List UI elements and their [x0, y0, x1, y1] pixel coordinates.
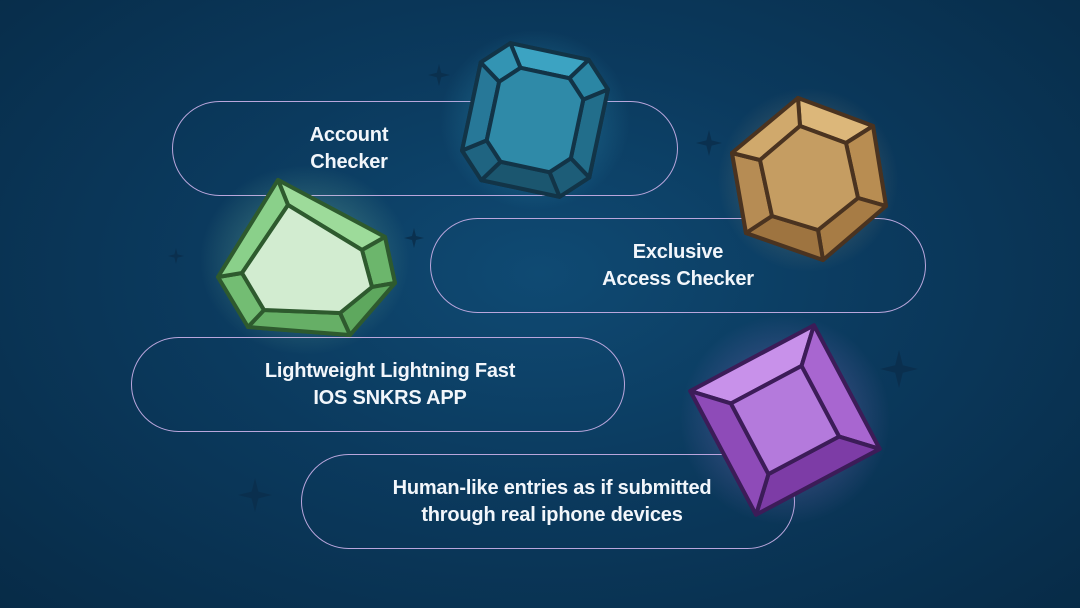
- feature-pill-exclusive-access-checker: Exclusive Access Checker: [430, 218, 926, 313]
- feature-pill-account-checker: Account Checker: [172, 101, 678, 196]
- feature-label-line: through real iphone devices: [421, 503, 683, 526]
- blue-square-gem-icon: [440, 30, 630, 210]
- feature-label-line: Exclusive: [632, 240, 724, 263]
- sparkle-icon: [168, 248, 184, 264]
- gold-hexagon-gem-icon: [718, 88, 898, 272]
- purple-square-gem-icon: [680, 315, 890, 525]
- sparkle-icon: [696, 130, 722, 156]
- feature-label-line: Account: [309, 123, 389, 146]
- sparkle-icon: [238, 478, 272, 512]
- sparkle-icon: [428, 64, 450, 86]
- feature-pill-human-like-entries: Human-like entries as if submitted throu…: [301, 454, 795, 549]
- feature-label-line: Human-like entries as if submitted: [392, 476, 712, 499]
- feature-label-line: Lightweight Lightning Fast: [264, 359, 516, 382]
- sparkle-icon: [404, 228, 424, 248]
- feature-pill-lightweight-app: Lightweight Lightning Fast IOS SNKRS APP: [131, 337, 625, 432]
- feature-label-line: Checker: [310, 150, 388, 173]
- sparkle-icon: [880, 350, 918, 388]
- feature-label-line: IOS SNKRS APP: [313, 386, 467, 409]
- feature-label-line: Access Checker: [602, 267, 754, 290]
- green-pentagon-gem-icon: [200, 165, 410, 355]
